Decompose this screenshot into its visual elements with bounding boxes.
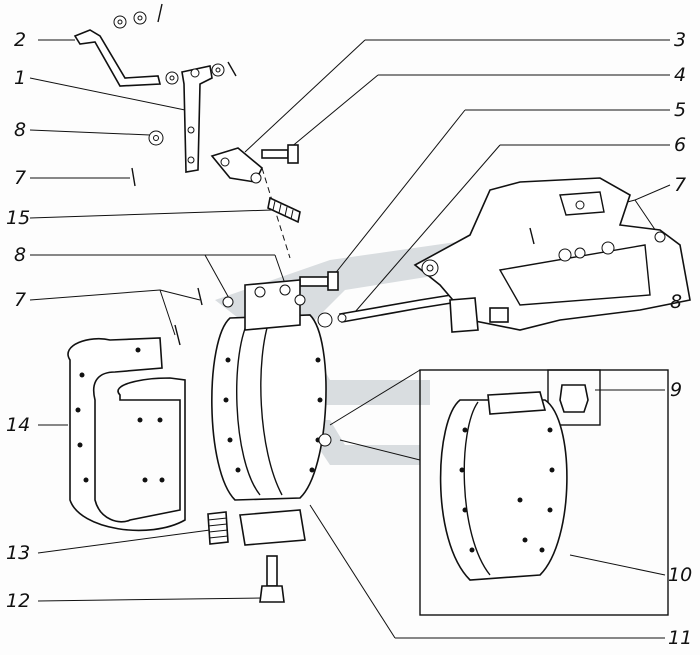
callout-labels: 2 1 8 7 15 8 7 14 13 12 3 4 5 6 7 8 9 10…: [6, 29, 692, 649]
inset-detail: [419, 369, 669, 616]
callout-11: 11: [668, 627, 692, 649]
callout-10: 10: [668, 564, 692, 586]
callout-15: 15: [6, 207, 30, 229]
callout-3: 3: [674, 29, 686, 51]
callout-1: 1: [14, 67, 26, 89]
callout-7-top: 7: [14, 167, 26, 189]
callout-2: 2: [14, 29, 26, 51]
part-1-lever: [181, 61, 237, 173]
callout-7-right: 7: [674, 174, 686, 196]
part-2-bent-rod: [73, 3, 179, 87]
callout-14: 14: [6, 414, 30, 436]
callout-8-top: 8: [14, 119, 26, 141]
callout-7-mid: 7: [14, 289, 26, 311]
callout-13: 13: [6, 542, 30, 564]
part-13-spring: [207, 511, 229, 545]
callout-8-mid: 8: [14, 244, 26, 266]
callout-6: 6: [674, 134, 686, 156]
leader-lines: [29, 39, 671, 639]
callout-5: 5: [674, 99, 686, 121]
part-12-bolt: [259, 555, 285, 603]
washer-and-pin: [131, 130, 164, 187]
part-3-clevis: [210, 147, 263, 184]
part-4-bolt: [261, 144, 299, 164]
part-15-spring: [267, 196, 301, 224]
callout-4: 4: [674, 64, 686, 86]
part-14-band: [67, 337, 186, 532]
cotter-pins-lower: [174, 287, 203, 346]
gearbox-housing: [413, 177, 691, 333]
callout-8-right: 8: [670, 291, 682, 313]
callout-9: 9: [670, 379, 682, 401]
callout-12: 12: [6, 590, 30, 612]
part-11-drum: [211, 279, 332, 546]
